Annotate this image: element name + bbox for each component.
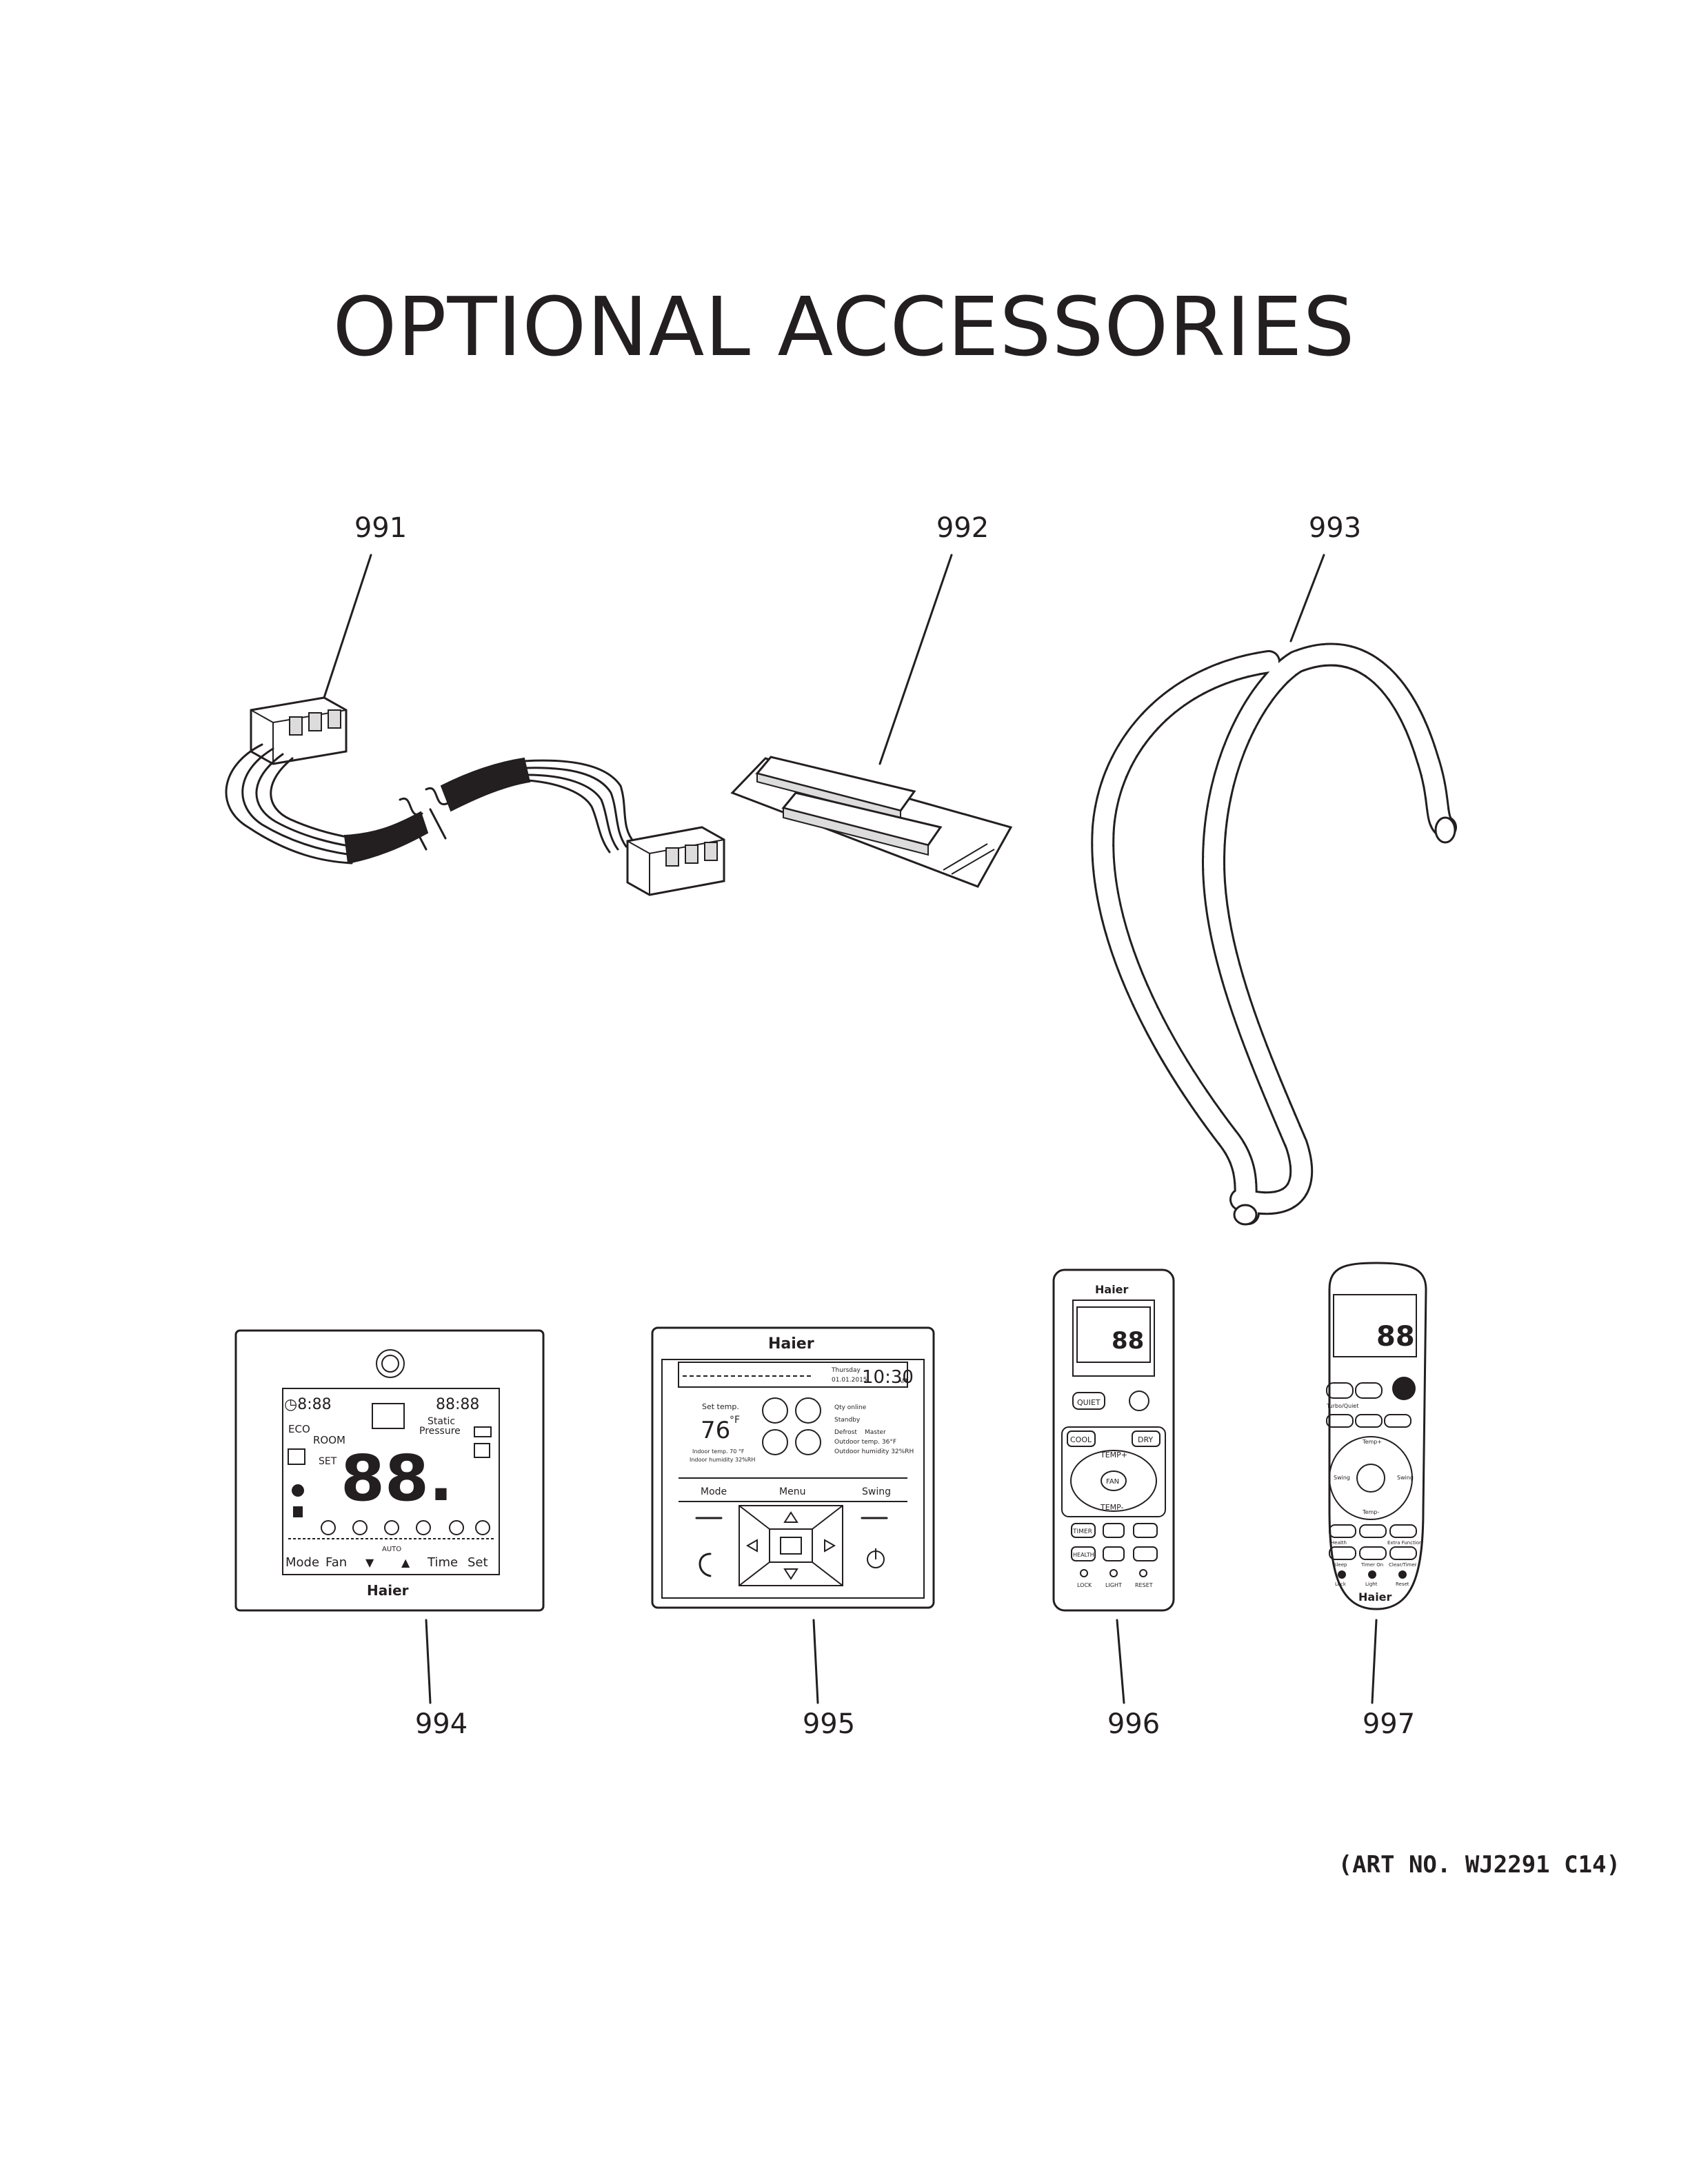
remote996-brand: Haier: [1095, 1283, 1129, 1296]
panel995-outdoor-temp: Outdoor temp. 36°F: [834, 1439, 896, 1446]
panel994-static: Static: [428, 1416, 455, 1427]
panel995-standby: Standby: [834, 1417, 861, 1424]
wired-controller-995: Haier Thursday 01.01.2015 10:30 AM Set t…: [651, 1326, 935, 1609]
panel994-pressure: Pressure: [419, 1426, 461, 1437]
remote997-temp-minus: Temp-: [1362, 1509, 1379, 1515]
drain-hose-993: [1091, 643, 1457, 1226]
panel994-time-left: ◷8:88: [284, 1396, 332, 1413]
panel995-master: Master: [865, 1429, 886, 1436]
remote996-health: HEALTH: [1073, 1552, 1094, 1558]
panel994-btn-down: ▼: [365, 1556, 374, 1569]
panel995-day: Thursday: [831, 1367, 861, 1374]
panel995-ampm: AM: [898, 1378, 907, 1385]
panel994-room: ROOM: [313, 1434, 345, 1446]
panel994-digits: 88.: [341, 1442, 453, 1515]
art-number: (ART NO. WJ2291 C14): [1338, 1851, 1620, 1879]
panel995-defrost: Defrost: [834, 1429, 857, 1436]
wired-controller-994: ◷8:88 88:88 ECO ROOM SET Static Pressure…: [234, 1329, 545, 1612]
callout-992: 992: [936, 512, 989, 544]
remote-control-997: 88 Turbo/Quiet Temp+ Temp- Swing Swing H…: [1326, 1262, 1427, 1610]
panel994-set: SET: [319, 1456, 337, 1467]
remote997-health: Health: [1331, 1540, 1347, 1546]
remote997-lock: Lock: [1335, 1581, 1347, 1587]
remote996-lcd-digits: 88: [1112, 1327, 1144, 1355]
adhesive-pads-992: [730, 756, 1013, 888]
remote997-brand: Haier: [1358, 1590, 1392, 1604]
callout-991: 991: [354, 512, 408, 544]
remote996-temp-down: TEMP-: [1100, 1503, 1124, 1512]
remote997-lcd-digits: 88: [1376, 1321, 1415, 1353]
remote996-timer: TIMER: [1072, 1528, 1092, 1535]
remote996-light: LIGHT: [1105, 1582, 1122, 1588]
panel995-date: 01.01.2015: [832, 1377, 867, 1384]
panel995-set-temp: 76: [701, 1417, 730, 1444]
panel994-btn-mode: Mode: [285, 1555, 319, 1570]
remote997-temp-plus: Temp+: [1362, 1439, 1382, 1445]
remote996-temp-up: TEMP+: [1100, 1450, 1127, 1459]
callout-997: 997: [1362, 1708, 1416, 1740]
remote996-fan: FAN: [1106, 1478, 1119, 1486]
remote997-extra-function: Extra Function: [1387, 1540, 1422, 1546]
panel994-brand: Haier: [367, 1582, 409, 1599]
panel995-brand: Haier: [768, 1335, 814, 1353]
panel995-set-temp-label: Set temp.: [702, 1402, 739, 1411]
panel995-indoor-humidity: Indoor humidity 32%RH: [690, 1457, 755, 1463]
remote997-light: Light: [1365, 1581, 1378, 1587]
panel994-btn-up: ▲: [401, 1556, 410, 1569]
callout-994: 994: [414, 1708, 468, 1740]
remote997-timer-off: Clear/Timer: [1389, 1562, 1417, 1568]
panel994-eco: ECO: [288, 1423, 310, 1435]
panel995-mode: Mode: [701, 1486, 727, 1497]
panel995-outdoor-humidity: Outdoor humidity 32%RH: [834, 1448, 914, 1455]
page-title: OPTIONAL ACCESSORIES: [332, 279, 1356, 374]
panel994-icon-row: [288, 1520, 494, 1539]
panel995-unit: °F: [730, 1415, 740, 1426]
callout-995: 995: [802, 1708, 856, 1740]
remote997-sleep: Sleep: [1334, 1562, 1347, 1568]
remote997-turbo-quiet: Turbo/Quiet: [1326, 1403, 1358, 1409]
panel995-swing: Swing: [862, 1486, 891, 1497]
remote996-lock: LOCK: [1077, 1582, 1092, 1588]
callout-996: 996: [1107, 1708, 1160, 1740]
remote996-quiet: QUIET: [1077, 1398, 1101, 1407]
callout-993: 993: [1308, 512, 1362, 544]
panel994-auto: AUTO: [382, 1546, 401, 1553]
remote997-timer-on: Timer On: [1360, 1562, 1383, 1568]
panel995-qty-online: Qty online: [834, 1404, 867, 1411]
panel995-menu: Menu: [779, 1486, 805, 1497]
remote996-dry: DRY: [1138, 1435, 1153, 1444]
remote-control-996: Haier 88 QUIET COOL DRY TEMP+ TEMP- FAN …: [1052, 1268, 1175, 1612]
remote997-swing-r: Swing: [1397, 1475, 1414, 1481]
remote996-reset: RESET: [1135, 1582, 1153, 1588]
wire-harness-991: [225, 696, 725, 896]
panel994-btn-fan: Fan: [325, 1555, 347, 1570]
panel994-btn-set: Set: [468, 1555, 488, 1570]
remote996-cool: COOL: [1070, 1435, 1092, 1444]
remote997-reset: Reset: [1396, 1581, 1409, 1587]
panel994-btn-time: Time: [427, 1555, 458, 1570]
panel994-time-right: 88:88: [436, 1396, 479, 1413]
leader-lines: [321, 554, 1378, 1704]
panel995-indoor-temp: Indoor temp. 70 °F: [692, 1448, 745, 1455]
remote997-swing-l: Swing: [1334, 1475, 1350, 1481]
panel995-clock: 10:30: [862, 1367, 914, 1388]
